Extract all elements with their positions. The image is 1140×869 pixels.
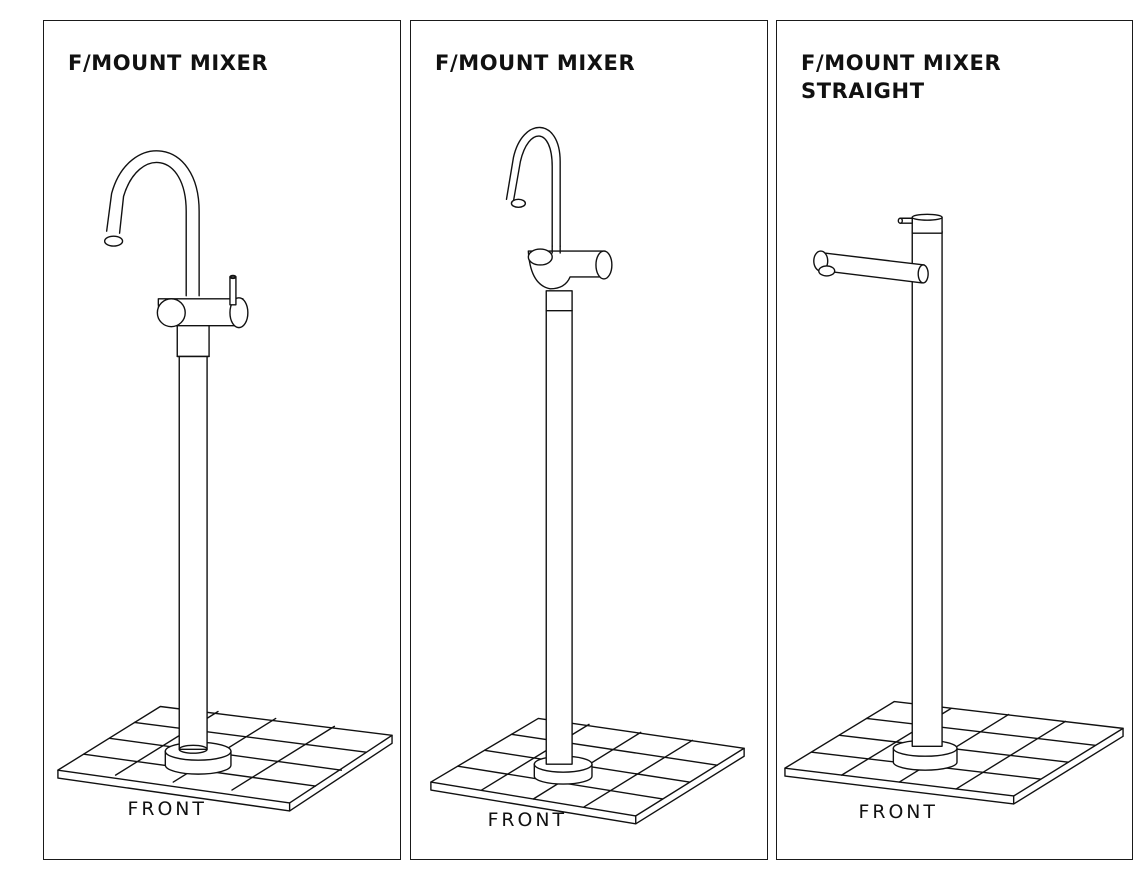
mixer-body [813,213,943,747]
gooseneck-mixer-compact-icon [430,126,745,825]
panel-title-line1: F/MOUNT MIXER [435,51,636,75]
straight-spout-mixer-icon [784,213,1124,805]
panel-title: F/MOUNT MIXER [68,49,268,77]
panel-floor-mount-mixer-2: F/MOUNT MIXER [410,20,768,860]
panel-title: F/MOUNT MIXER [435,49,635,77]
panel-floor-mount-mixer: F/MOUNT MIXER [43,20,401,860]
mixer-body [103,150,249,754]
mixer-body [505,126,613,765]
panel-floor-mount-mixer-straight: F/MOUNT MIXER STRAIGHT [776,20,1133,860]
panel-title-line2: STRAIGHT [801,79,925,103]
gooseneck-mixer-with-pin-lever-icon [57,150,393,812]
panel-title-line1: F/MOUNT MIXER [68,51,269,75]
panel-title: F/MOUNT MIXER STRAIGHT [801,49,1001,105]
mixer-base [164,741,232,775]
panel-title-line1: F/MOUNT MIXER [801,51,1002,75]
